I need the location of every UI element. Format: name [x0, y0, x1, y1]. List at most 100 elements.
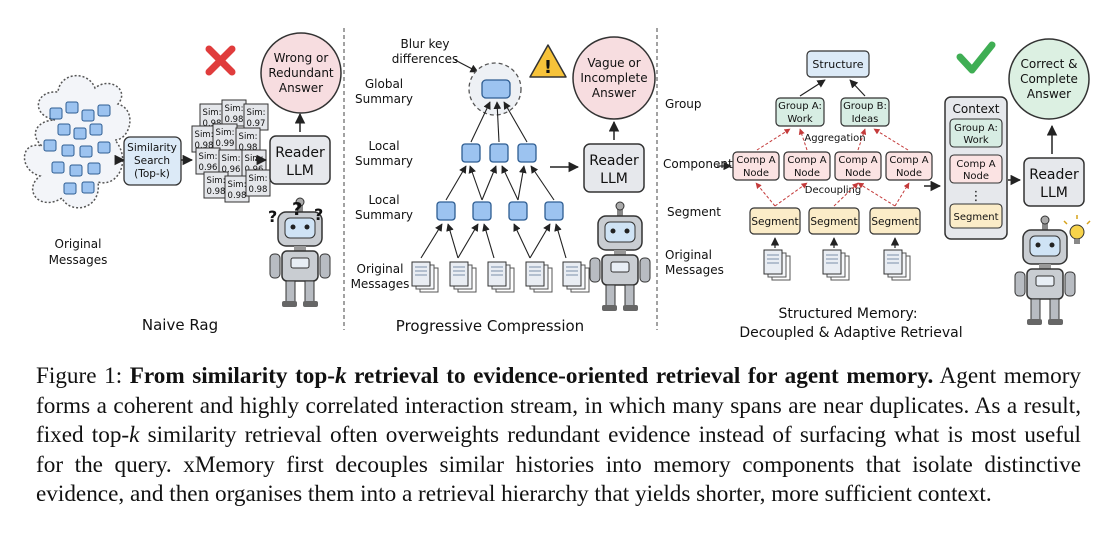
question-mark-2: ? [292, 199, 302, 220]
aggregation-arrows [756, 128, 909, 151]
local-summary-nodes-bottom [436, 201, 564, 221]
sim-card: Sim:0.97 [243, 103, 269, 131]
warning-icon [529, 44, 567, 78]
original-messages-level-label: Original [665, 248, 712, 262]
vague-answer-label: Vague or [587, 56, 640, 70]
local-summary-label-2: Summary [355, 154, 413, 168]
sim-card: Sim:0.98 [221, 99, 247, 127]
caption-text: Agent memory forms a coherent and highly… [36, 363, 1082, 448]
sim-card-score: 0.98 [207, 187, 226, 197]
component-nodes: Comp A Node Comp A Node Comp A Node Comp… [732, 151, 933, 181]
green-check-icon [956, 41, 996, 74]
context-comp-label: Comp A [956, 159, 995, 170]
reader-llm-box-p2 [583, 143, 645, 193]
local-summary-label-b-2: Summary [355, 208, 413, 222]
red-cross-icon [205, 45, 236, 76]
comp-node-1 [732, 151, 780, 181]
reader-llm-label-p3: Reader [1029, 167, 1079, 183]
sim-card-label: Sim: [225, 104, 244, 114]
segment-node-1-label: Segment [751, 216, 798, 228]
sim-card-score: 0.97 [247, 119, 266, 129]
segment-node-1 [749, 207, 801, 235]
blur-note-label-2: differences [392, 52, 459, 66]
segment-stacks [763, 249, 911, 281]
correct-answer-bubble [1008, 38, 1090, 120]
segment-node-2 [808, 207, 860, 235]
progressive-compression-title: Progressive Compression [396, 317, 584, 335]
vague-answer-bubble [572, 36, 656, 120]
sim-card-score: 0.99 [216, 139, 235, 149]
reader-llm-box [269, 135, 331, 185]
global-summary-node [481, 79, 511, 99]
structured-memory-panel: Group Component Segment Original Message… [663, 38, 1091, 341]
structured-memory-title: Structured Memory: [778, 306, 917, 322]
context-ellipsis: ⋮ [970, 189, 983, 204]
similarity-search-label-2: Search [134, 155, 170, 167]
sim-card-score: 0.96 [222, 165, 241, 175]
similarity-search-label-3: (Top-k) [134, 168, 170, 180]
comp-node-1-label-2: Node [743, 168, 769, 179]
structure-label: Structure [812, 58, 863, 71]
sim-card: Sim:0.96 [195, 147, 221, 175]
segment-level-label: Segment [667, 205, 721, 219]
original-message-stacks [411, 261, 590, 293]
comp-node-2-label: Comp A [787, 155, 826, 166]
segment-node-3 [869, 207, 921, 235]
sim-card-label: Sim: [203, 108, 222, 118]
correct-answer-label: Correct & [1021, 57, 1078, 71]
sim-card-label: Sim: [247, 108, 266, 118]
group-b-label-2: Ideas [852, 114, 879, 125]
context-segment-label: Segment [954, 212, 999, 223]
wrong-answer-label-3: Answer [279, 81, 323, 95]
progressive-compression-panel: Blur key differences Global Summary Loca… [351, 36, 656, 335]
vague-answer-label-3: Answer [592, 86, 636, 100]
vague-answer-label-2: Incomplete [580, 71, 647, 85]
sim-card: Sim:0.99 [212, 123, 238, 151]
reader-llm-label-p2-2: LLM [600, 171, 628, 187]
comp-node-3-label: Comp A [838, 155, 877, 166]
blur-note-label: Blur key [401, 37, 450, 51]
sim-card-label: Sim: [222, 154, 241, 164]
cloud-message-squares [43, 101, 111, 195]
question-mark-3: ? [314, 205, 323, 224]
decoupling-arrows [755, 182, 910, 207]
sim-card: Sim:0.98 [224, 175, 250, 203]
group-a-label: Group A: [778, 101, 822, 112]
similarity-search-box [123, 136, 182, 186]
compression-arrows [420, 101, 567, 259]
local-summary-nodes-top [461, 143, 537, 163]
comp-node-2-label-2: Node [794, 168, 820, 179]
sim-card-label: Sim: [207, 176, 226, 186]
naive-rag-panel: Original Messages Similarity Search (Top… [23, 32, 342, 334]
context-comp-node [949, 154, 1003, 184]
sim-card-label: Sim: [228, 180, 247, 190]
reader-llm-label: Reader [275, 145, 325, 161]
question-mark-1: ? [268, 207, 277, 226]
comp-node-3-label-2: Node [845, 168, 871, 179]
caption-text-2: similarity retrieval often overweights r… [36, 422, 1081, 507]
component-level-label: Component [663, 157, 733, 171]
context-segment-node [949, 203, 1003, 229]
comp-node-3 [834, 151, 882, 181]
worried-robot-icon [589, 201, 651, 312]
correct-answer-label-3: Answer [1027, 87, 1071, 101]
sim-card-label: Sim: [216, 128, 235, 138]
sim-card: Sim:0.98 [203, 171, 229, 199]
segment-node-3-label: Segment [871, 216, 918, 228]
wrong-answer-label: Wrong or [274, 51, 329, 65]
reader-llm-box-p3 [1023, 157, 1085, 207]
reader-llm-label-p2: Reader [589, 153, 639, 169]
reader-llm-label-p3-2: LLM [1040, 185, 1068, 201]
comp-node-2 [783, 151, 831, 181]
local-summary-label: Local [368, 139, 399, 153]
happy-robot-icon [1014, 215, 1076, 326]
comp-node-1-label: Comp A [736, 155, 775, 166]
decoupling-label: Decoupling [805, 185, 861, 196]
correct-answer-label-2: Complete [1020, 72, 1078, 86]
context-group-node [949, 118, 1003, 148]
lightbulb-icon [1063, 215, 1091, 244]
warning-mark: ! [544, 57, 552, 78]
sim-card-label: Sim: [245, 154, 264, 164]
sim-card-label: Sim: [195, 130, 214, 140]
aggregation-label: Aggregation [804, 133, 865, 144]
